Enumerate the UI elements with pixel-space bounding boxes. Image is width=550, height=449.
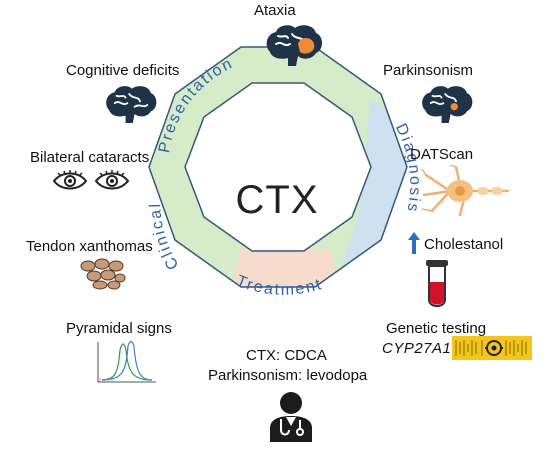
label-pyramidal-signs: Pyramidal signs bbox=[66, 320, 172, 337]
label-genetic-testing: Genetic testing bbox=[386, 320, 487, 337]
spectrum-plot-icon bbox=[97, 340, 156, 383]
up-arrow-icon bbox=[408, 232, 420, 254]
brain-icon bbox=[266, 25, 322, 66]
label-parkinsonism: Parkinsonism bbox=[383, 62, 474, 79]
center-title: CTX bbox=[235, 178, 319, 222]
neuron-icon bbox=[421, 165, 510, 217]
label-cholestanol: Cholestanol bbox=[424, 236, 504, 253]
barcode-icon bbox=[452, 336, 532, 360]
doctor-icon bbox=[270, 392, 312, 442]
label-tendon-xanthomas: Tendon xanthomas bbox=[26, 238, 153, 255]
test-tube-icon bbox=[426, 260, 448, 307]
label-bilateral-cataracts: Bilateral cataracts bbox=[30, 149, 150, 166]
skin-patch-icon bbox=[80, 258, 126, 290]
label-treatment-parkinsonism: Parkinsonism: levodopa bbox=[208, 367, 368, 384]
eye-icon bbox=[94, 170, 130, 190]
brain-icon bbox=[106, 86, 157, 124]
label-cognitive-deficits: Cognitive deficits bbox=[66, 62, 180, 79]
eye-icon bbox=[52, 170, 88, 190]
label-treatment-ctx: CTX: CDCA bbox=[246, 347, 327, 364]
label-gene-name: CYP27A1 bbox=[382, 340, 452, 357]
label-datscan: DATScan bbox=[410, 146, 474, 163]
label-ataxia: Ataxia bbox=[254, 2, 296, 19]
brain-icon bbox=[422, 86, 473, 124]
